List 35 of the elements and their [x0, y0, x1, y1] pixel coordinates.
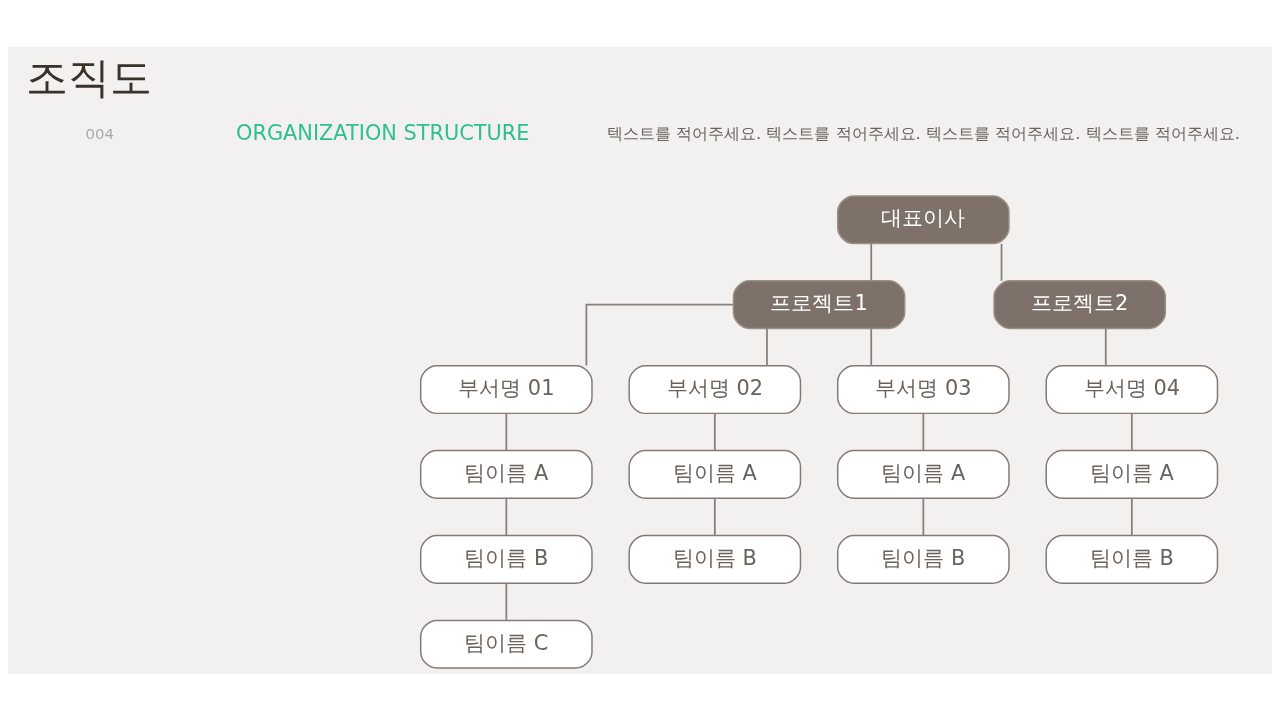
- node-box: 팀이름 A: [419, 449, 593, 499]
- connector: [1130, 412, 1133, 451]
- node-box: 팀이름 C: [419, 619, 593, 669]
- connector: [505, 412, 508, 451]
- connector: [585, 303, 734, 366]
- connector: [1000, 242, 1003, 282]
- node-box: 부서명 01: [419, 364, 593, 414]
- connector: [713, 497, 716, 536]
- node-box: 팀이름 A: [1045, 449, 1219, 499]
- connector: [505, 497, 508, 536]
- connector: [1104, 327, 1107, 367]
- connector: [870, 242, 873, 282]
- node-box: 프로젝트1: [732, 279, 906, 329]
- connector: [870, 327, 873, 367]
- label: 텍스트를 적어주세요. 텍스트를 적어주세요. 텍스트를 적어주세요. 텍스트를 적어주세요.: [606, 123, 1240, 143]
- node-box: 팀이름 B: [836, 534, 1010, 584]
- connector: [766, 327, 768, 367]
- node-box: 부서명 04: [1045, 364, 1219, 414]
- node-box: 팀이름 B: [1045, 534, 1219, 584]
- node-box: 팀이름 B: [628, 534, 802, 584]
- label: ORGANIZATION STRUCTURE: [236, 120, 530, 145]
- connector: [1130, 497, 1133, 536]
- node-box: 부서명 03: [836, 364, 1010, 414]
- node-box: 팀이름 A: [836, 449, 1010, 499]
- label: 004: [85, 124, 114, 143]
- connector: [713, 412, 716, 451]
- node-box: 대표이사: [836, 194, 1010, 244]
- node-box: 프로젝트2: [993, 279, 1167, 329]
- node-box: 팀이름 A: [628, 449, 802, 499]
- connector: [922, 497, 925, 536]
- connector: [922, 412, 925, 451]
- node-box: 팀이름 B: [419, 534, 593, 584]
- diagram-title: 조직도: [25, 52, 152, 102]
- connector: [505, 582, 508, 621]
- node-box: 부서명 02: [628, 364, 802, 414]
